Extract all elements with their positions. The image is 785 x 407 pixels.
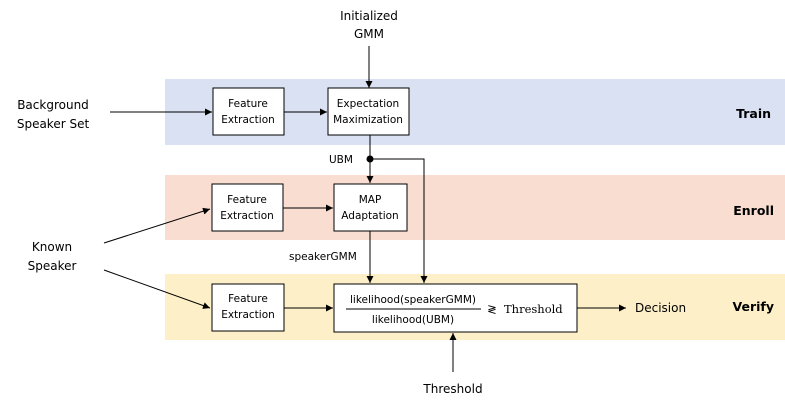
em-line2: Maximization [333,114,403,126]
initialized-gmm-label-line1: Initialized [340,9,398,23]
background-speaker-label-line2: Speaker Set [17,117,90,131]
formula-numerator: likelihood(speakerGMM) [350,294,476,306]
likelihood-ratio-box [333,283,578,333]
enroll-feature-line1: Feature [227,194,267,206]
verify-title: Verify [732,299,774,314]
map-adaptation-box [333,183,408,232]
map-line1: MAP [359,194,382,206]
initialized-gmm-label-line2: GMM [354,27,384,41]
known-to-enroll-arrow [103,207,211,244]
train-title: Train [736,106,771,121]
known-speaker-label-line1: Known [32,240,72,254]
map-line2: Adaptation [341,210,398,222]
speaker-gmm-label: speakerGMM [289,251,357,263]
ubm-label: UBM [329,154,353,166]
verify-feature-line2: Extraction [221,309,275,321]
known-speaker-label-line2: Speaker [28,259,77,273]
enroll-title: Enroll [733,203,774,218]
em-box [327,87,410,136]
verify-feature-extraction-box [211,283,285,332]
formula-threshold: Threshold [504,302,563,316]
verify-feature-line1: Feature [228,293,268,305]
known-to-verify-arrow [103,269,211,309]
threshold-input-label: Threshold [422,382,482,396]
train-feature-extraction-box [212,87,285,136]
decision-label: Decision [635,301,686,315]
formula-denominator: likelihood(UBM) [372,314,454,326]
ubm-to-score-line [370,158,428,283]
enroll-feature-line2: Extraction [220,210,274,222]
enroll-feature-extraction-box [211,183,284,232]
formula-comparator: ≷ [487,302,497,316]
train-feature-line2: Extraction [221,114,275,126]
em-line1: Expectation [337,98,399,110]
background-speaker-label-line1: Background [17,98,89,112]
train-feature-line1: Feature [228,98,268,110]
